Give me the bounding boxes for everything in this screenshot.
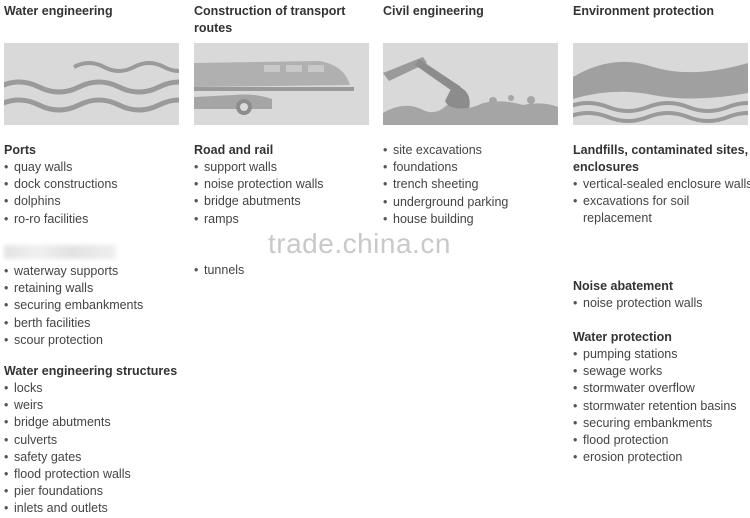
item-list: noise protection walls [573, 295, 750, 312]
column-environment-protection: Environment protection Landfills, contam… [573, 0, 750, 514]
item-list: tunnels [194, 262, 374, 279]
list-item: noise protection walls [194, 176, 374, 193]
list-item: foundations [383, 159, 563, 176]
list-item: quay walls [4, 159, 184, 176]
train-and-car-icon [194, 43, 369, 125]
list-item: weirs [4, 397, 184, 414]
list-item: pumping stations [573, 346, 750, 363]
group-ports: Ports quay walls dock constructions dolp… [4, 142, 184, 228]
list-item: stormwater retention basins [573, 398, 750, 415]
list-item: site excavations [383, 142, 563, 159]
list-item: excavations for soil replacement [573, 193, 718, 227]
list-item: waterway supports [4, 263, 184, 280]
item-list: support walls noise protection walls bri… [194, 159, 374, 228]
blurred-title [4, 245, 116, 259]
list-item: stormwater overflow [573, 380, 750, 397]
group-landfills: Landfills, contaminated sites, enclosure… [573, 142, 750, 228]
column-header: Water engineering [4, 4, 113, 18]
list-item: retaining walls [4, 280, 184, 297]
column-header: Environment protection [573, 4, 714, 18]
list-item: securing embankments [573, 415, 750, 432]
list-item: culverts [4, 432, 184, 449]
list-item: sewage works [573, 363, 750, 380]
list-item: support walls [194, 159, 374, 176]
water-waves-icon [4, 43, 179, 125]
item-list: site excavations foundations trench shee… [383, 142, 563, 228]
list-item: erosion protection [573, 449, 750, 466]
list-item: vertical-sealed enclosure walls [573, 176, 750, 193]
column-water-engineering: Water engineering Ports quay walls dock … [4, 0, 184, 518]
group-civil: site excavations foundations trench shee… [383, 142, 563, 228]
watermark-text: trade.china.cn [268, 228, 451, 259]
item-list: quay walls dock constructions dolphins r… [4, 159, 184, 228]
item-list: vertical-sealed enclosure walls excavati… [573, 176, 750, 228]
list-item: scour protection [4, 332, 184, 349]
group-title: Ports [4, 143, 36, 157]
group-tunnels: tunnels [194, 262, 374, 279]
list-item: house building [383, 211, 563, 228]
list-item: safety gates [4, 449, 184, 466]
column-transport-routes: Construction of transport routes Road an… [194, 0, 374, 514]
column-header: Construction of transport routes [194, 4, 346, 35]
item-list: locks weirs bridge abutments culverts sa… [4, 380, 184, 518]
list-item: flood protection [573, 432, 750, 449]
list-item: dolphins [4, 193, 184, 210]
item-list: waterway supports retaining walls securi… [4, 263, 184, 349]
group-title: Water engineering structures [4, 364, 178, 378]
list-item: inlets and outlets [4, 500, 184, 517]
group-water-engineering-structures: Water engineering structures locks weirs… [4, 363, 184, 518]
list-item: bridge abutments [194, 193, 374, 210]
list-item: dock constructions [4, 176, 184, 193]
group-title: Noise abatement [573, 279, 674, 293]
list-item: bridge abutments [4, 414, 184, 431]
group-title: Road and rail [194, 143, 274, 157]
group-noise-abatement: Noise abatement noise protection walls [573, 278, 750, 312]
landfill-layers-icon [573, 43, 748, 125]
list-item: berth facilities [4, 315, 184, 332]
list-item: noise protection walls [573, 295, 750, 312]
column-civil-engineering: Civil engineering site excavations found… [383, 0, 563, 514]
group-water-protection: Water protection pumping stations sewage… [573, 329, 750, 467]
list-item: tunnels [194, 262, 374, 279]
list-item: underground parking [383, 194, 563, 211]
list-item: securing embankments [4, 297, 184, 314]
list-item: trench sheeting [383, 176, 563, 193]
excavator-icon [383, 43, 558, 125]
column-header: Civil engineering [383, 4, 484, 18]
group-title: Landfills, contaminated sites, enclosure… [573, 143, 749, 174]
list-item: ro-ro facilities [4, 211, 184, 228]
group-road-and-rail: Road and rail support walls noise protec… [194, 142, 374, 228]
list-item: flood protection walls [4, 466, 184, 483]
list-item: ramps [194, 211, 374, 228]
list-item: pier foundations [4, 483, 184, 500]
group-title: Water protection [573, 330, 672, 344]
group-waterways: waterway supports retaining walls securi… [4, 245, 184, 349]
list-item: locks [4, 380, 184, 397]
item-list: pumping stations sewage works stormwater… [573, 346, 750, 467]
